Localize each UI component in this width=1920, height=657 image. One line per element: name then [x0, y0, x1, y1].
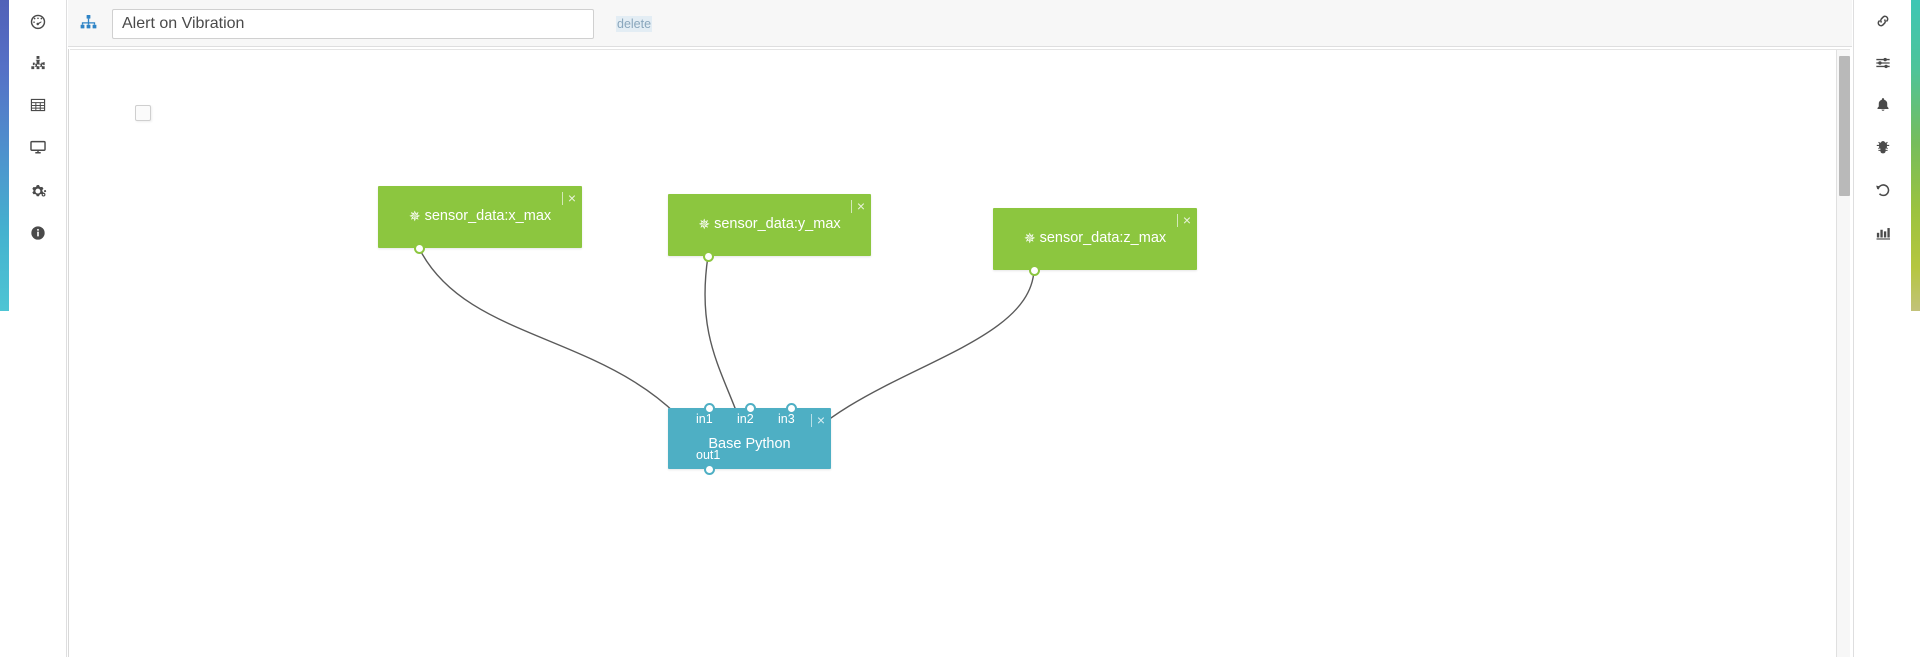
bug-icon [1874, 138, 1892, 156]
rail-item-history[interactable] [1854, 175, 1912, 205]
left-accent-strip [0, 0, 9, 311]
gears-icon [29, 181, 48, 200]
flow-header: delete [68, 0, 1852, 47]
flow-graph: ✵sensor_data:x_max×✵sensor_data:y_max×✵s… [70, 50, 1850, 656]
close-icon[interactable]: × [850, 199, 865, 213]
right-nav-rail [1853, 0, 1911, 657]
rail-item-properties[interactable] [1854, 48, 1912, 78]
output-port-out[interactable] [702, 250, 714, 262]
port-label-in1: in1 [696, 412, 713, 426]
rail-item-statistics[interactable] [1854, 218, 1912, 248]
flow-node-n_x[interactable]: ✵sensor_data:x_max × [378, 186, 582, 254]
sidebar-item-tables[interactable] [9, 90, 67, 120]
asterisk-icon: ✵ [698, 216, 711, 232]
left-nav-rail [9, 0, 67, 657]
right-accent-strip [1911, 0, 1920, 311]
flow-links-layer [418, 247, 1035, 455]
output-port-out1[interactable] [703, 463, 715, 475]
flow-node-n_py[interactable]: Base Python × in1 in2 in3 out1 [668, 402, 831, 475]
sitemap-icon [68, 0, 108, 47]
monitor-icon [29, 138, 47, 156]
sidebar-item-displays[interactable] [9, 132, 67, 162]
sitemap-icon [29, 54, 47, 72]
flow-node-n_z[interactable]: ✵sensor_data:z_max × [993, 208, 1197, 276]
port-label-out1: out1 [696, 448, 721, 462]
history-icon [1874, 181, 1892, 199]
close-icon[interactable]: × [810, 413, 825, 427]
delete-flow-link[interactable]: delete [616, 15, 653, 32]
asterisk-icon: ✵ [408, 208, 421, 224]
link-icon [1874, 12, 1892, 30]
rail-item-links[interactable] [1854, 6, 1912, 36]
flow-node-label: Base Python [708, 436, 791, 452]
rail-item-debug[interactable] [1854, 132, 1912, 162]
asterisk-icon: ✵ [1023, 230, 1036, 246]
table-icon [29, 96, 47, 114]
vertical-scrollbar-thumb[interactable] [1839, 56, 1850, 197]
input-port-in3[interactable] [785, 402, 797, 414]
dashboard-icon [29, 12, 47, 30]
port-label-in2: in2 [737, 412, 754, 426]
output-port-out[interactable] [1028, 264, 1040, 276]
flow-node-label: ✵sensor_data:x_max [408, 208, 552, 224]
sidebar-item-dashboard[interactable] [9, 6, 67, 36]
vertical-scrollbar-track[interactable] [1836, 50, 1850, 657]
link-x-to-in1 [418, 247, 710, 455]
input-port-in1[interactable] [703, 402, 715, 414]
flow-node-label: ✵sensor_data:z_max [1023, 230, 1167, 246]
flow-node-label: ✵sensor_data:y_max [698, 216, 841, 232]
flow-canvas[interactable]: ✵sensor_data:x_max×✵sensor_data:y_max×✵s… [68, 47, 1852, 657]
output-port-out[interactable] [413, 242, 425, 254]
flow-node-n_y[interactable]: ✵sensor_data:y_max × [668, 194, 871, 262]
info-icon [29, 224, 47, 242]
canvas-left-border [68, 49, 69, 657]
sidebar-item-settings[interactable] [9, 175, 67, 205]
bell-icon [1874, 96, 1892, 114]
close-icon[interactable]: × [1176, 213, 1191, 227]
bar-chart-icon [1874, 224, 1892, 242]
port-label-in3: in3 [778, 412, 795, 426]
sidebar-item-info[interactable] [9, 218, 67, 248]
sidebar-item-flows[interactable] [9, 48, 67, 78]
canvas-resize-handle[interactable] [135, 105, 151, 121]
input-port-in2[interactable] [744, 402, 756, 414]
close-icon[interactable]: × [561, 191, 576, 205]
sliders-icon [1874, 54, 1892, 72]
flow-title-input[interactable] [112, 8, 594, 39]
rail-item-alerts[interactable] [1854, 90, 1912, 120]
canvas-surface[interactable]: ✵sensor_data:x_max×✵sensor_data:y_max×✵s… [70, 49, 1850, 657]
